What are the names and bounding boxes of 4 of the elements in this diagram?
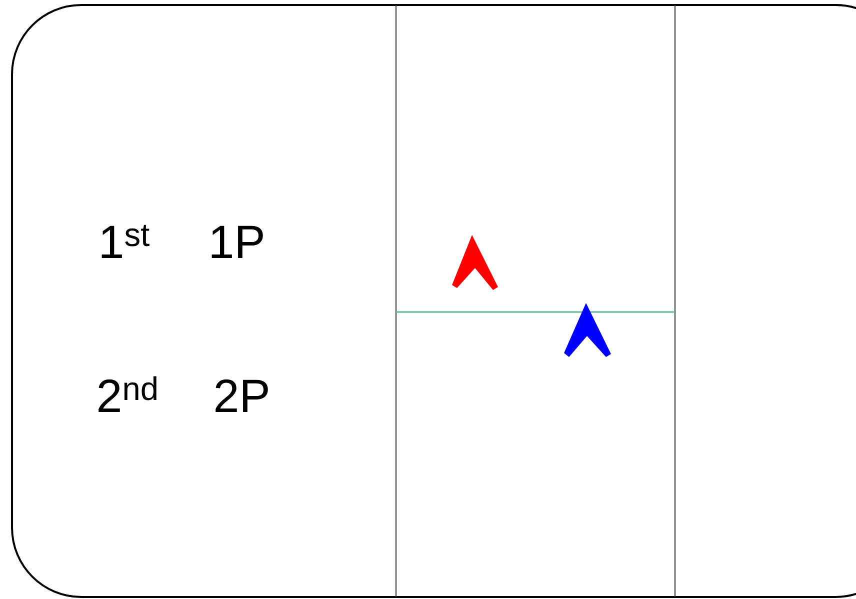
period-label: 2P [216,379,268,412]
period-label: 2$^{nd}$ [98,376,156,412]
period-label: 1$^{st}$ [102,224,150,258]
period-label: 1P [212,226,263,258]
